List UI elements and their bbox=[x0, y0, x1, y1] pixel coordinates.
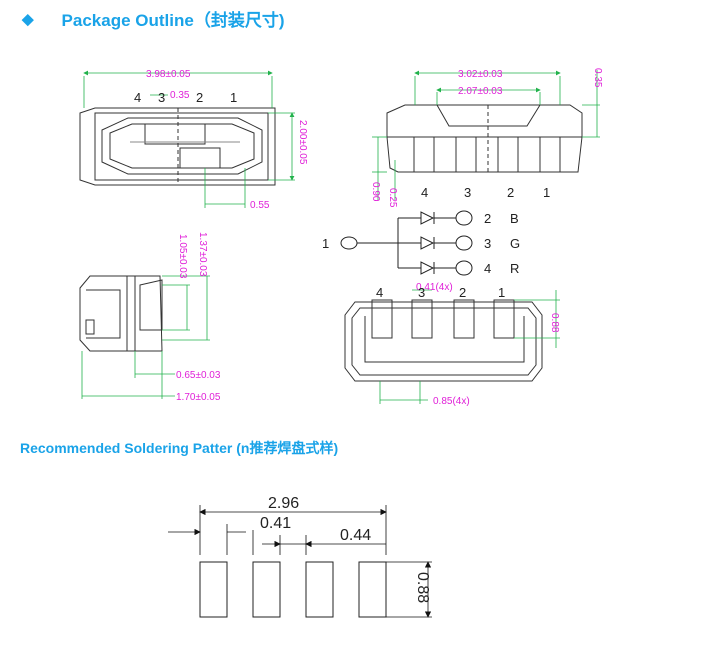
package-outline-heading: ◆ Package Outline（封装尺寸) bbox=[22, 6, 284, 31]
side-w1-dim: 0.65±0.03 bbox=[176, 370, 221, 381]
soldering-heading: Recommended Soldering Patter (n推荐焊盘式样) bbox=[20, 438, 338, 458]
front-pin-1: 1 bbox=[543, 185, 550, 200]
bottom-view-dimensions bbox=[379, 289, 560, 404]
bottom-pin-4: 4 bbox=[376, 285, 383, 300]
top-view-dimensions bbox=[83, 70, 295, 208]
top-pin-3: 3 bbox=[158, 90, 165, 105]
top-pin-2: 2 bbox=[196, 90, 203, 105]
circuit-color-green: G bbox=[510, 236, 520, 251]
solder-pattern bbox=[199, 561, 387, 618]
bottom-pin-3: 3 bbox=[418, 285, 425, 300]
circuit-pin-4: 4 bbox=[484, 261, 491, 276]
side-h2-dim: 1.05±0.03 bbox=[177, 234, 188, 279]
front-pin-4: 4 bbox=[421, 185, 428, 200]
bottom-pad-width-dim: 0.41(4x) bbox=[416, 282, 453, 293]
front-pin-3: 3 bbox=[464, 185, 471, 200]
circuit-diagram bbox=[340, 210, 473, 276]
bottom-view bbox=[344, 299, 543, 382]
side-view-dimensions bbox=[81, 275, 210, 399]
side-w2-dim: 1.70±0.05 bbox=[176, 392, 221, 403]
top-view bbox=[79, 107, 276, 186]
top-length-dim: 3.98±0.05 bbox=[146, 69, 191, 80]
top-tab-dim: 0.55 bbox=[250, 200, 270, 211]
package-outline-title: Package Outline（封装尺寸) bbox=[61, 11, 285, 30]
circuit-pin-2: 2 bbox=[484, 211, 491, 226]
front-height-dim: 0.35 bbox=[592, 68, 603, 88]
side-h1-dim: 1.37±0.03 bbox=[197, 232, 208, 277]
bottom-pin-2: 2 bbox=[459, 285, 466, 300]
bottom-pin-1: 1 bbox=[498, 285, 505, 300]
solder-dimensions bbox=[168, 505, 432, 618]
side-view bbox=[79, 275, 163, 352]
bottom-pad-pitch-dim: 0.85(4x) bbox=[433, 396, 470, 407]
front-view bbox=[386, 104, 583, 173]
top-width-dim: 2.00±0.05 bbox=[297, 120, 308, 165]
circuit-color-red: R bbox=[510, 261, 519, 276]
solder-pad-height-dim: 0.88 bbox=[414, 572, 431, 603]
solder-pad-width-dim: 0.41 bbox=[260, 515, 291, 532]
top-pin-4: 4 bbox=[134, 90, 141, 105]
front-outer-dim: 3.02±0.03 bbox=[458, 69, 503, 80]
front-lead-dim: 0.25 bbox=[387, 188, 398, 208]
circuit-pin-3: 3 bbox=[484, 236, 491, 251]
solder-gap-dim: 0.44 bbox=[340, 527, 371, 544]
circuit-color-blue: B bbox=[510, 211, 519, 226]
front-inner-dim: 2.07±0.03 bbox=[458, 86, 503, 97]
front-total-dim: 0.90 bbox=[370, 182, 381, 202]
bottom-pad-height-dim: 0.88 bbox=[549, 313, 560, 333]
top-pitch-dim: 0.35 bbox=[170, 90, 190, 101]
front-view-dimensions bbox=[372, 70, 600, 200]
circuit-common-pin: 1 bbox=[322, 236, 329, 251]
solder-total-dim: 2.96 bbox=[268, 495, 299, 512]
top-pin-1: 1 bbox=[230, 90, 237, 105]
diamond-icon: ◆ bbox=[22, 10, 34, 28]
front-pin-2: 2 bbox=[507, 185, 514, 200]
soldering-title: Recommended Soldering Patter (n推荐焊盘式样) bbox=[20, 440, 339, 456]
